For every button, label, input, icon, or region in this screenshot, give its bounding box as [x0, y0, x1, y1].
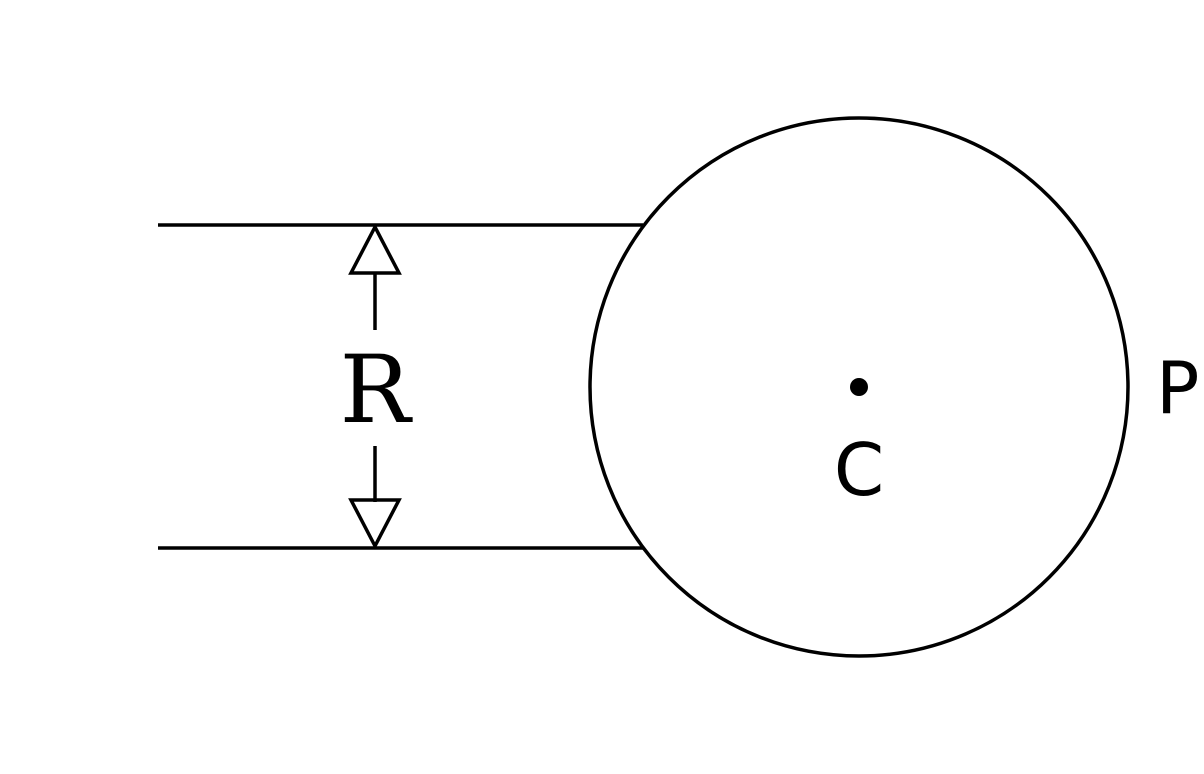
circle	[588, 116, 1130, 658]
arrowhead-down-icon	[348, 498, 402, 550]
center-dot	[850, 378, 868, 396]
arrowhead-up-icon	[348, 223, 402, 275]
dimension-label: R	[340, 336, 414, 445]
center-label: C	[834, 428, 884, 512]
point-label: P	[1156, 346, 1199, 430]
